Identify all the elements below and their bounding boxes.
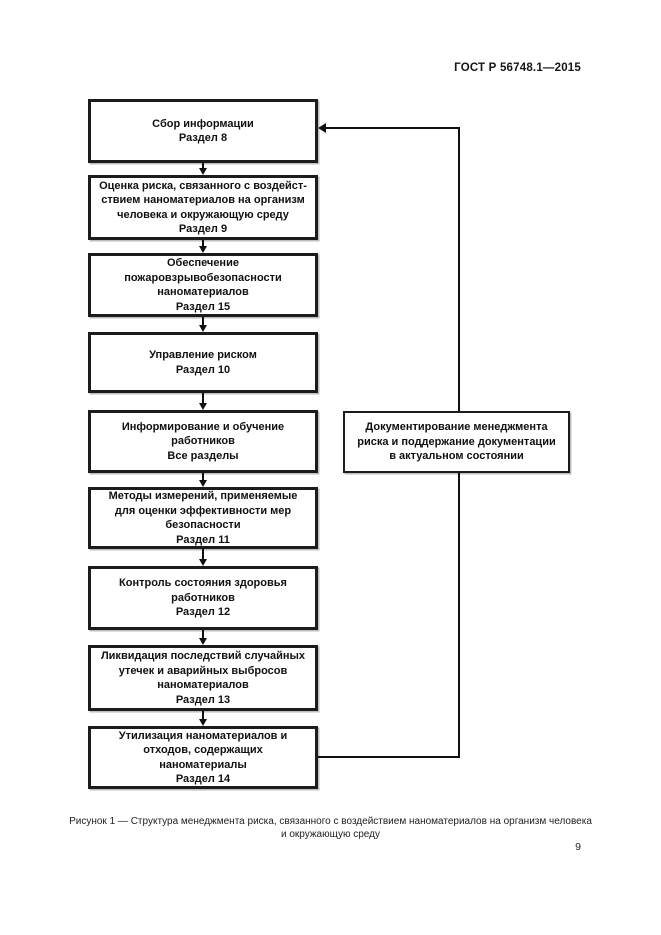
flowchart-box-collect-info: Сбор информации Раздел 8: [88, 99, 318, 163]
flowchart-box-measurement-methods: Методы измерений, применяемые для оценки…: [88, 487, 318, 549]
flowchart-box-documentation: Документирование менеджмента риска и под…: [343, 411, 570, 473]
flowchart-box-informing-training: Информирование и обучение работников Все…: [88, 410, 318, 473]
arrow-down-icon: [198, 403, 207, 410]
flowchart-box-risk-assessment: Оценка риска, связанного с воздейст- ств…: [88, 175, 318, 240]
arrow-down-icon: [198, 246, 207, 253]
box-text: Методы измерений, применяемые для оценки…: [108, 490, 298, 546]
connector-line-3: [202, 317, 204, 326]
box-text: Управление риском Раздел 10: [149, 349, 257, 376]
connector-line-5: [202, 473, 204, 481]
connector-line-1: [202, 163, 204, 169]
arrow-down-icon: [198, 719, 207, 726]
page-number: 9: [575, 841, 581, 853]
connector-line-4: [202, 393, 204, 404]
box-text: Обеспечение пожаровзрывобезопасности нан…: [124, 257, 282, 313]
figure-caption: Рисунок 1 — Структура менеджмента риска,…: [69, 816, 592, 840]
box-text: Ликвидация последствий случайных утечек …: [100, 650, 306, 706]
box-text: Оценка риска, связанного с воздейст- ств…: [99, 179, 307, 236]
arrow-down-icon: [198, 559, 207, 566]
feedback-line-right-lower: [458, 473, 460, 758]
box-text: Сбор информации Раздел 8: [152, 117, 254, 145]
arrow-down-icon: [198, 168, 207, 175]
box-text: Утилизация наноматериалов и отходов, сод…: [118, 729, 288, 786]
feedback-line-bottom: [318, 756, 460, 758]
arrow-down-icon: [198, 638, 207, 645]
connector-line-8: [202, 711, 204, 720]
flowchart-box-risk-management: Управление риском Раздел 10: [88, 332, 318, 393]
box-text: Документирование менеджмента риска и под…: [357, 421, 556, 463]
connector-line-6: [202, 549, 204, 560]
flowchart-box-disposal: Утилизация наноматериалов и отходов, сод…: [88, 726, 318, 789]
feedback-line-top: [326, 127, 460, 129]
arrow-down-icon: [198, 480, 207, 487]
arrow-down-icon: [198, 325, 207, 332]
flowchart-box-fire-explosion-safety: Обеспечение пожаровзрывобезопасности нан…: [88, 253, 318, 317]
arrow-left-icon: [318, 123, 326, 133]
document-header: ГОСТ Р 56748.1—2015: [454, 62, 581, 74]
connector-line-7: [202, 630, 204, 639]
box-text: Контроль состояния здоровья работников Р…: [119, 577, 287, 619]
box-text: Информирование и обучение работников Все…: [121, 420, 285, 462]
feedback-line-right-upper: [458, 127, 460, 411]
connector-line-2: [202, 240, 204, 247]
flowchart-box-accident-liquidation: Ликвидация последствий случайных утечек …: [88, 645, 318, 711]
flowchart-box-health-monitoring: Контроль состояния здоровья работников Р…: [88, 566, 318, 630]
